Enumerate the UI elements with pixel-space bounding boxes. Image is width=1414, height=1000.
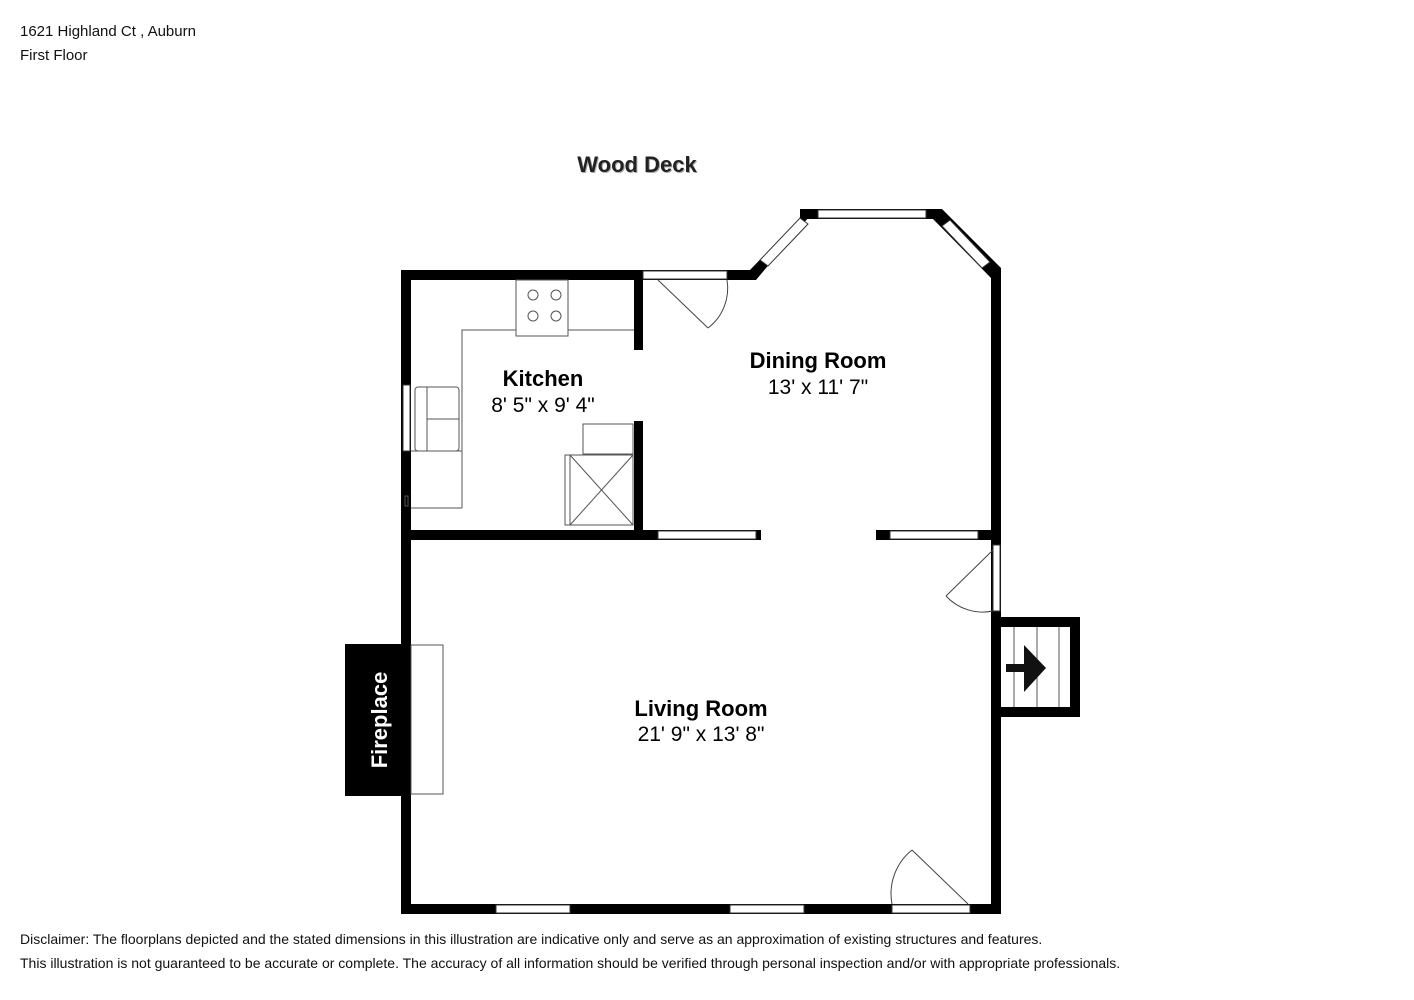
stove-icon [515,279,569,337]
wall-top-kitchen [401,270,741,280]
counter-block [582,423,634,455]
floor-label: First Floor [20,47,88,64]
fireplace-label: Fireplace [367,671,392,769]
counter-outline [461,329,634,508]
room-name-living: Living Room [634,696,768,721]
wall-kitchen-living [401,530,761,540]
door-opening-bottom [891,904,971,914]
room-dim-dining: 13' x 11' 7" [767,376,869,399]
wall-left [401,270,411,914]
door-opening-top [642,270,728,280]
wall-stair-top [991,617,1080,627]
room-name-kitchen: Kitchen [502,366,584,391]
wall-stair-bottom [991,707,1080,717]
disclaimer-line-2: This illustration is not guaranteed to b… [20,955,1121,971]
door-swing-icon [657,279,994,905]
window-bottom-1 [495,904,571,914]
window-bay-top [817,209,927,219]
room-dim-kitchen: 8' 5" x 9' 4" [491,394,595,417]
refrigerator-icon [564,454,634,526]
window-kitchen-left [402,384,411,452]
wall-kitchen-partition-bottom [634,421,643,539]
wall-bay-left [736,210,808,280]
window-dining-living [889,530,979,540]
window-bay-right [941,219,991,269]
wall-kitchen-partition-top [634,278,643,350]
wall-stair-right [1070,617,1080,717]
property-address: 1621 Highland Ct , Auburn [20,23,196,40]
hearth [410,644,444,795]
stairs-arrow-icon [1006,645,1046,692]
wood-deck-label: Wood Deck [577,152,697,177]
room-name-dining: Dining Room [749,348,887,373]
door-opening-right [992,544,1001,612]
window-bottom-2 [729,904,805,914]
fireplace-block [345,644,411,796]
window-bay-left [759,217,809,267]
wall-bottom [401,904,1001,914]
disclaimer-line-1: Disclaimer: The floorplans depicted and … [20,931,1043,947]
room-dim-living: 21' 9" x 13' 8" [637,723,765,746]
window-kitchen-living [657,530,757,540]
